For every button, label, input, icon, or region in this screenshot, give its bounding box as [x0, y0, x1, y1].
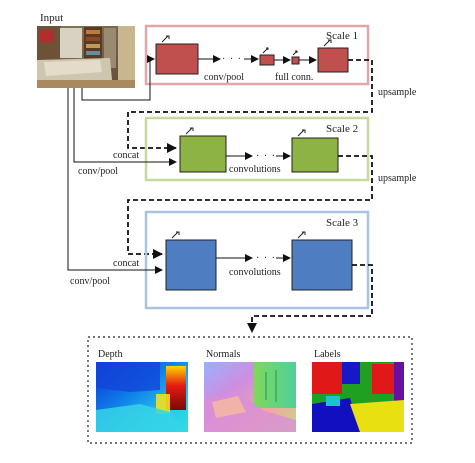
depth-map-image	[96, 362, 188, 432]
scale-1-full-conn-label: full conn.	[275, 72, 313, 83]
input-to-scale-1-connector	[81, 55, 155, 101]
scale-3-output-block	[291, 239, 353, 291]
scale-1-conv-block	[155, 43, 199, 75]
upsample-2-label: upsample	[378, 173, 417, 184]
input-to-scale-2-connector	[73, 88, 177, 166]
input-to-scale-3-connector	[67, 88, 163, 274]
scale-1-fc-block-1-marker	[262, 47, 269, 54]
scale-3-convolutions-label: convolutions	[229, 267, 281, 278]
scale-3-title: Scale 3	[326, 217, 359, 229]
scale-1-conv-block-marker	[161, 35, 170, 43]
input-label: Input	[40, 12, 63, 24]
scale-3-output-block-marker	[297, 231, 306, 239]
scale-2-first-block-marker	[185, 127, 194, 135]
scale-2-output-block	[291, 137, 339, 173]
input-room-image	[37, 26, 135, 88]
scale-1-frame	[144, 24, 370, 86]
scale-2-title: Scale 2	[326, 123, 358, 135]
scale-1-fc-block-1	[259, 54, 275, 66]
normals-output-label: Normals	[206, 349, 241, 360]
scale-2-conv-pool-label: conv/pool	[78, 166, 118, 177]
scale-3-first-block-marker	[171, 231, 180, 239]
outputs-frame	[87, 336, 413, 444]
scale-2-ellipsis: · · ·	[256, 151, 276, 162]
scale-1-output-block-marker	[323, 39, 332, 47]
scale-3-group: Scale 3 · · · convolutions	[144, 210, 370, 310]
scale-1-title: Scale 1	[326, 30, 358, 42]
upsample-1-label: upsample	[378, 87, 417, 98]
scale-3-conv-pool-label: conv/pool	[70, 276, 110, 287]
labels-output-label: Labels	[314, 349, 341, 360]
normals-map-image	[204, 362, 296, 432]
scale-2-first-block	[179, 135, 227, 173]
scale-2-output-block-marker	[297, 129, 306, 137]
upsample-1-connector	[127, 59, 373, 153]
scale-3-concat-label: concat	[113, 258, 139, 269]
labels-map-image	[312, 362, 404, 432]
depth-output-label: Depth	[98, 349, 122, 360]
upsample-2-connector	[127, 155, 373, 259]
scale-1-fc-block-2-marker	[292, 50, 298, 56]
scale-1-ellipsis: · · ·	[222, 54, 242, 65]
scale-3-frame	[144, 210, 370, 310]
scale-1-conv-pool-label: conv/pool	[204, 72, 244, 83]
scale-3-to-outputs-connector	[247, 264, 373, 333]
scale-1-output-block	[317, 47, 349, 73]
scale-1-group: Scale 1 · · · conv/pool full conn.	[144, 24, 370, 86]
scale-2-group: Scale 2 · · · convolutions	[144, 116, 370, 182]
scale-2-convolutions-label: convolutions	[229, 164, 281, 175]
scale-1-fc-block-2	[291, 56, 300, 65]
scale-2-frame	[144, 116, 370, 182]
scale-3-ellipsis: · · ·	[256, 253, 276, 264]
scale-3-first-block	[165, 239, 217, 291]
scale-2-concat-label: concat	[113, 150, 139, 161]
